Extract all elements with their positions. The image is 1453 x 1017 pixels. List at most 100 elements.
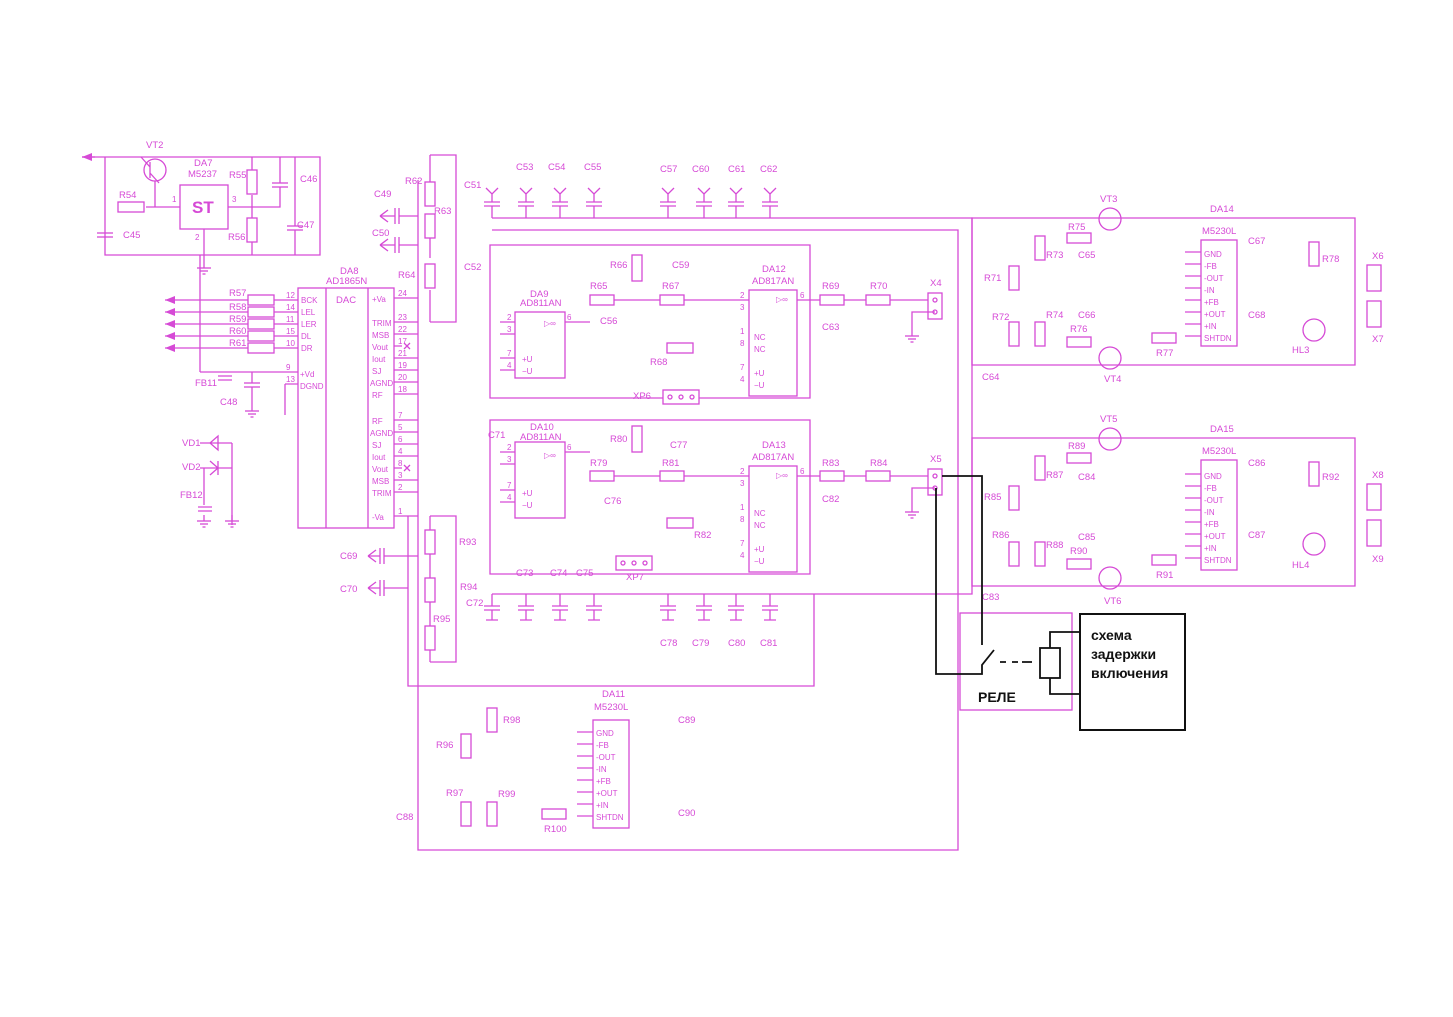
svg-text:VT3: VT3	[1100, 194, 1117, 205]
svg-text:2: 2	[195, 233, 200, 242]
svg-text:C64: C64	[982, 372, 999, 383]
svg-text:1: 1	[740, 327, 745, 336]
svg-text:BCK: BCK	[301, 296, 318, 305]
da7-model: M5237	[188, 169, 217, 180]
svg-text:R76: R76	[1070, 324, 1087, 335]
svg-text:R77: R77	[1156, 348, 1173, 359]
svg-text:HL3: HL3	[1292, 345, 1309, 356]
svg-text:C67: C67	[1248, 236, 1265, 247]
svg-text:C88: C88	[396, 812, 413, 823]
delay-block-line-2: задержки	[1091, 646, 1156, 662]
svg-text:-OUT: -OUT	[596, 753, 616, 762]
svg-text:12: 12	[286, 291, 295, 300]
svg-text:C49: C49	[374, 189, 391, 200]
svg-text:1: 1	[172, 195, 177, 204]
regulator-section: VT2 ST DA7 M5237 1 2 3 R54 R55 R56 C46 C…	[82, 140, 321, 275]
svg-text:C59: C59	[672, 260, 689, 271]
svg-text:24: 24	[398, 289, 407, 298]
svg-text:C90: C90	[678, 808, 695, 819]
svg-text:C47: C47	[297, 220, 314, 231]
svg-text:C50: C50	[372, 228, 389, 239]
svg-text:R97: R97	[446, 788, 463, 799]
svg-text:-FB: -FB	[1204, 262, 1217, 271]
svg-text:Vout: Vout	[372, 465, 389, 474]
svg-text:X8: X8	[1372, 470, 1384, 481]
svg-text:4: 4	[740, 551, 745, 560]
rail-capacitor	[552, 594, 568, 621]
svg-text:MSB: MSB	[372, 331, 389, 340]
svg-text:7: 7	[740, 539, 745, 548]
svg-text:C76: C76	[604, 496, 621, 507]
svg-text:−U: −U	[754, 381, 765, 390]
vt2-label: VT2	[146, 140, 163, 151]
svg-text:VT6: VT6	[1104, 596, 1121, 607]
svg-text:C85: C85	[1078, 532, 1095, 543]
svg-text:DA11: DA11	[602, 689, 625, 700]
svg-text:R66: R66	[610, 260, 627, 271]
svg-text:AD817AN: AD817AN	[752, 452, 794, 463]
svg-text:19: 19	[398, 361, 407, 370]
svg-text:R85: R85	[984, 492, 1001, 503]
svg-text:DA15: DA15	[1210, 424, 1234, 435]
svg-text:R64: R64	[398, 270, 415, 281]
svg-text:FB12: FB12	[180, 490, 203, 501]
svg-text:TRIM: TRIM	[372, 319, 392, 328]
svg-text:DA14: DA14	[1210, 204, 1234, 215]
svg-text:DL: DL	[301, 332, 312, 341]
svg-text:C56: C56	[600, 316, 617, 327]
svg-text:DA9: DA9	[530, 289, 548, 300]
svg-text:6: 6	[398, 435, 403, 444]
svg-text:17: 17	[398, 337, 407, 346]
svg-text:R100: R100	[544, 824, 567, 835]
svg-text:C45: C45	[123, 230, 140, 241]
channel-2: DA10 AD811AN ▷∞ +U −U 2 3 7 4 6 C71 R79 …	[488, 419, 943, 583]
svg-text:C86: C86	[1248, 458, 1265, 469]
svg-text:DA12: DA12	[762, 264, 786, 275]
svg-text:C77: C77	[670, 440, 687, 451]
svg-text:SJ: SJ	[372, 367, 381, 376]
svg-text:R80: R80	[610, 434, 627, 445]
rail-capacitor	[728, 187, 744, 218]
rail-capacitor	[484, 187, 500, 218]
svg-text:7: 7	[398, 411, 403, 420]
svg-text:C60: C60	[692, 164, 709, 175]
dac-right-pins: 24 23 22 17 21 19 20 18 7 5 6 4 8 3 2 1 …	[370, 289, 418, 522]
svg-text:C70: C70	[340, 584, 357, 595]
svg-text:X4: X4	[930, 278, 942, 289]
svg-text:C51: C51	[464, 180, 481, 191]
svg-text:4: 4	[507, 493, 512, 502]
svg-text:NC: NC	[754, 345, 766, 354]
svg-text:XP6: XP6	[633, 391, 651, 402]
svg-text:NC: NC	[754, 333, 766, 342]
svg-text:R91: R91	[1156, 570, 1173, 581]
svg-text:Iout: Iout	[372, 453, 386, 462]
svg-text:23: 23	[398, 313, 407, 322]
channel-1: DA9 AD811AN ▷∞ +U −U 2 3 7 4 6 C52 R65 R…	[464, 244, 943, 405]
svg-text:R88: R88	[1046, 540, 1063, 551]
svg-text:DA13: DA13	[762, 440, 786, 451]
rail-capacitor	[552, 187, 568, 218]
svg-text:C81: C81	[760, 638, 777, 649]
svg-text:AGND: AGND	[370, 379, 393, 388]
svg-text:−U: −U	[754, 557, 765, 566]
svg-text:R73: R73	[1046, 250, 1063, 261]
rail-capacitor	[586, 187, 602, 218]
svg-text:9: 9	[286, 363, 291, 372]
svg-text:C61: C61	[728, 164, 745, 175]
svg-text:20: 20	[398, 373, 407, 382]
svg-text:SHTDN: SHTDN	[1204, 334, 1232, 343]
svg-text:R58: R58	[229, 302, 246, 313]
svg-text:R63: R63	[434, 206, 451, 217]
svg-text:R65: R65	[590, 281, 607, 292]
svg-text:RF: RF	[372, 417, 383, 426]
svg-text:AD811AN: AD811AN	[520, 298, 562, 309]
svg-text:-IN: -IN	[596, 765, 607, 774]
svg-text:+IN: +IN	[1204, 322, 1217, 331]
svg-text:R62: R62	[405, 176, 422, 187]
rail-capacitor	[518, 187, 534, 218]
svg-text:-IN: -IN	[1204, 508, 1215, 517]
svg-text:R95: R95	[433, 614, 450, 625]
svg-text:+U: +U	[754, 545, 765, 554]
svg-text:R96: R96	[436, 740, 453, 751]
